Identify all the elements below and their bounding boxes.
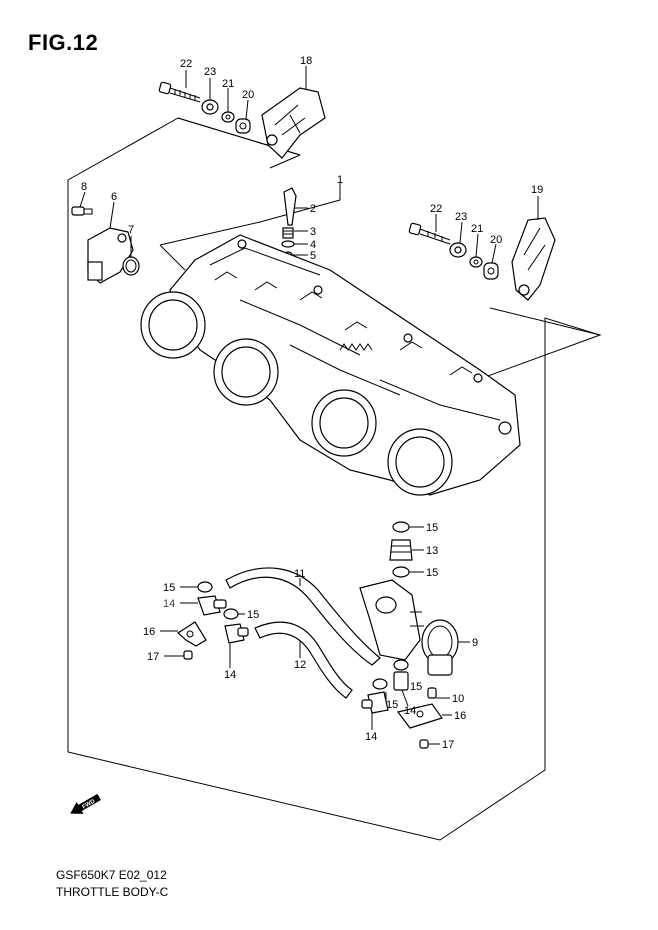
screw-10 — [427, 687, 437, 699]
callout-17-left: 17 — [147, 651, 159, 663]
o-ring-7 — [122, 256, 140, 276]
clamp-16-left — [177, 621, 207, 647]
throttle-bore-2 — [213, 338, 279, 406]
fwd-arrow-icon: FWD — [70, 793, 101, 814]
throttle-bore-1 — [140, 291, 206, 359]
o-ring-15-left — [197, 581, 213, 593]
callout-15-center-top: 15 — [426, 522, 438, 534]
callout-20-right: 20 — [490, 234, 502, 246]
callout-22-top: 22 — [180, 58, 192, 70]
callout-22-right: 22 — [430, 203, 442, 215]
callout-15-center-bottom: 15 — [426, 567, 438, 579]
callout-15-bottom: 15 — [386, 699, 398, 711]
callout-4: 4 — [310, 239, 316, 251]
o-ring-15-right — [393, 659, 409, 671]
washer-23-top — [201, 99, 219, 115]
bracket-set-right — [408, 217, 556, 301]
callout-23-right: 23 — [455, 211, 467, 223]
callout-12: 12 — [294, 659, 306, 671]
grommet-20-right — [483, 262, 499, 280]
collar-21-top — [221, 111, 235, 123]
callout-18: 18 — [300, 55, 312, 67]
throttle-bore-4 — [387, 428, 453, 496]
idle-valve-9 — [359, 579, 459, 676]
hose-12 — [254, 621, 353, 699]
throttle-bore-3 — [311, 389, 377, 457]
screw-17-left — [183, 650, 193, 660]
callout-3: 3 — [310, 226, 316, 238]
joint-stack-center — [389, 521, 413, 578]
callout-10: 10 — [452, 693, 464, 705]
callout-15-left: 15 — [163, 582, 175, 594]
sensor-group-left — [71, 206, 140, 284]
figure-title: FIG.12 — [28, 30, 99, 55]
callout-20-top: 20 — [242, 89, 254, 101]
callout-14-right-lower: 14 — [365, 731, 377, 743]
callout-21-top: 21 — [222, 78, 234, 90]
diagram-code: GSF650K7 E02_012 — [56, 868, 167, 882]
assembly-frame — [67, 117, 602, 841]
callout-23-top: 23 — [204, 66, 216, 78]
callout-6: 6 — [111, 191, 117, 203]
callout-15-mid: 15 — [247, 609, 259, 621]
grommet-20-top — [235, 118, 251, 134]
leader-lines — [79, 66, 539, 745]
joint-14-right-upper — [393, 671, 409, 691]
adjuster-stack — [281, 187, 297, 259]
callout-17-right: 17 — [442, 739, 454, 751]
bolt-22-right — [408, 222, 451, 245]
callout-14-left-upper: 14 — [163, 598, 175, 610]
clamp-16-right — [396, 703, 443, 729]
throttle-position-sensor-6 — [87, 227, 134, 284]
joint-14-right-lower — [361, 691, 389, 714]
callout-15-right: 15 — [410, 681, 422, 693]
callout-13: 13 — [426, 545, 438, 557]
callout-11: 11 — [294, 568, 305, 580]
joint-14-left-lower — [224, 623, 249, 644]
callout-16-left: 16 — [143, 626, 155, 638]
callout-14-right-upper: 14 — [404, 705, 416, 717]
callout-21-right: 21 — [471, 223, 483, 235]
bolt-22-top — [158, 81, 201, 103]
throttle-body-assembly — [140, 234, 521, 496]
bracket-19 — [511, 217, 556, 301]
screw-8 — [71, 206, 93, 216]
o-ring-15-mid — [223, 608, 239, 620]
screw-17-right — [419, 739, 429, 749]
collar-21-right — [469, 256, 483, 268]
callout-7: 7 — [128, 224, 134, 236]
callout-labels: 22 23 21 20 18 8 6 7 1 2 3 4 5 19 22 23 … — [81, 55, 543, 751]
hose-11 — [225, 567, 381, 666]
joint-14-left-upper — [197, 595, 227, 616]
diagram-name: THROTTLE BODY-C — [56, 885, 169, 899]
callout-19: 19 — [531, 184, 543, 196]
o-ring-15-bottom — [372, 678, 388, 690]
callout-14-left-lower: 14 — [224, 669, 236, 681]
callout-5: 5 — [310, 250, 316, 262]
bracket-set-top — [158, 81, 326, 159]
callout-16-right: 16 — [454, 710, 466, 722]
callout-2: 2 — [310, 203, 316, 215]
callout-8: 8 — [81, 181, 87, 193]
callout-9: 9 — [472, 637, 478, 649]
callout-1: 1 — [337, 174, 343, 186]
bracket-18 — [261, 87, 326, 159]
washer-23-right — [449, 242, 467, 258]
